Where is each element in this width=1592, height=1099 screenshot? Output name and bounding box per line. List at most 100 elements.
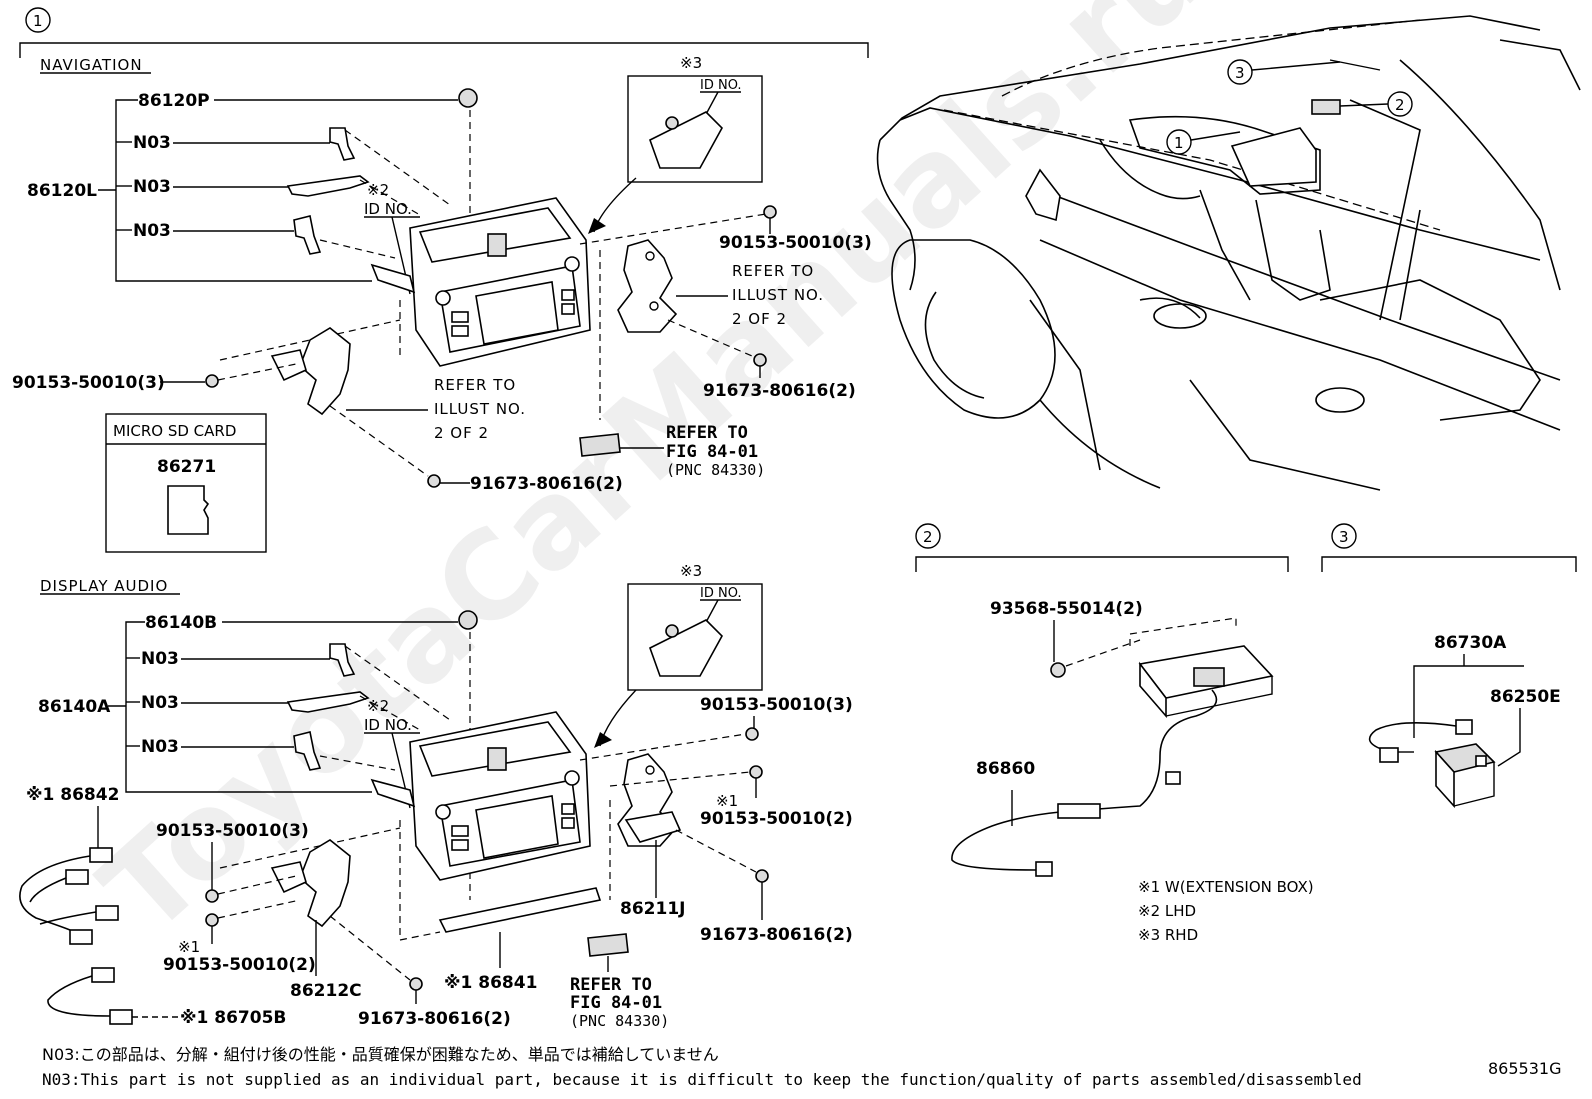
left-bracket-nav xyxy=(299,327,351,416)
screw-bottom-nav xyxy=(427,474,441,488)
rhd-inset xyxy=(627,75,763,183)
da-bracket-n03-b xyxy=(286,691,370,713)
part-86842-label: ※1 86842 xyxy=(26,785,119,805)
micro-sd-card xyxy=(167,485,210,535)
da-note1-left: ※1 xyxy=(178,938,200,956)
legend-2: ※2 LHD xyxy=(1138,902,1196,920)
car-interior-illustration: 3 2 1 xyxy=(876,15,1581,491)
section-3: 3 86730A 86250E xyxy=(1321,523,1577,809)
da-n03-label-b: N03 xyxy=(141,693,179,713)
micro-sd-label: MICRO SD CARD xyxy=(113,422,236,440)
refer-left-2: ILLUST NO. xyxy=(434,400,526,418)
part-86140B: 86140B xyxy=(145,613,217,633)
da-refer-fig-1: REFER TO xyxy=(570,975,652,995)
da-bolt-right-2 xyxy=(749,765,763,779)
rhd-note: ※3 xyxy=(680,54,702,72)
bolt-left-nav xyxy=(205,374,219,388)
bracket-n03-b xyxy=(286,175,370,197)
car-callout-2: 2 xyxy=(1395,96,1405,114)
section-2-bolt-label: 93568-55014(2) xyxy=(990,599,1143,619)
refer-right-1: REFER TO xyxy=(732,262,814,280)
harness-86730A xyxy=(1368,719,1473,763)
lhd-id-no: ID NO. xyxy=(364,200,412,218)
car-callout-3: 3 xyxy=(1235,64,1245,82)
display-audio-heading: DISPLAY AUDIO xyxy=(40,577,168,595)
bracket-n03-c xyxy=(293,215,322,255)
da-bolt-right xyxy=(745,727,759,741)
micro-sd-box xyxy=(105,413,267,553)
da-lhd-note: ※2 xyxy=(367,697,389,715)
knob-86120P xyxy=(458,88,478,108)
part-86211J-label: 86211J xyxy=(620,899,685,919)
da-lhd-id-no: ID NO. xyxy=(364,716,412,734)
part-86705B-label: ※1 86705B xyxy=(180,1008,286,1028)
section-1-frame: 1 xyxy=(19,7,869,58)
navigation-group: NAVIGATION 86120P 86120L N03 N03 N03 ※2 … xyxy=(12,54,872,553)
refer-fig-2: FIG 84-01 xyxy=(666,442,758,462)
left-bracket-da xyxy=(299,839,351,928)
da-refer-fig-3: (PNC 84330) xyxy=(570,1012,669,1030)
part-86250E-label: 86250E xyxy=(1490,687,1561,707)
da-rhd-id-no: ID NO. xyxy=(700,586,742,601)
bolt-right-nav xyxy=(763,205,777,226)
display-audio-head-unit xyxy=(370,711,591,881)
navigation-heading: NAVIGATION xyxy=(40,56,143,74)
bolt-left-label: 90153-50010(3) xyxy=(12,373,165,393)
section-3-callout: 3 xyxy=(1339,528,1349,546)
da-screw-bottom xyxy=(409,977,423,991)
da-bolt-left xyxy=(205,889,219,903)
da-n03-label-a: N03 xyxy=(141,649,179,669)
harness-86705B xyxy=(47,967,133,1025)
switch-nav xyxy=(579,433,621,457)
refer-left-3: 2 OF 2 xyxy=(434,424,489,442)
screw-bottom-label: 91673-80616(2) xyxy=(470,474,623,494)
refer-fig-3: (PNC 84330) xyxy=(666,461,765,479)
section-2-callout: 2 xyxy=(923,528,933,546)
da-bolt-left-2-label: 90153-50010(2) xyxy=(163,955,316,975)
display-audio-group: DISPLAY AUDIO 86140B 86140A N03 N03 N03 … xyxy=(19,562,853,1030)
right-bracket-nav xyxy=(617,239,678,333)
switch-da xyxy=(587,933,629,957)
da-screw-right-label: 91673-80616(2) xyxy=(700,925,853,945)
part-86120P: 86120P xyxy=(138,91,210,111)
micro-sd-part: 86271 xyxy=(157,457,216,477)
refer-right-2: ILLUST NO. xyxy=(732,286,824,304)
da-rhd-note: ※3 xyxy=(680,562,702,580)
car-callout-1: 1 xyxy=(1174,134,1184,152)
figure-code: 865531G xyxy=(1488,1059,1561,1078)
da-bolt-left-label: 90153-50010(3) xyxy=(156,821,309,841)
extension-box xyxy=(1138,645,1274,719)
da-rhd-inset xyxy=(627,583,763,691)
part-86211J-bracket xyxy=(624,811,682,843)
refer-left-1: REFER TO xyxy=(434,376,516,394)
da-screw-bottom-label: 91673-80616(2) xyxy=(358,1009,511,1029)
da-bolt-right-label: 90153-50010(3) xyxy=(700,695,853,715)
callout-1-label: 1 xyxy=(33,12,43,30)
n03-label-a: N03 xyxy=(133,133,171,153)
bolt-right-label: 90153-50010(3) xyxy=(719,233,872,253)
legend-3: ※3 RHD xyxy=(1138,926,1198,944)
da-refer-fig-2: FIG 84-01 xyxy=(570,993,662,1013)
screw-right-nav xyxy=(753,353,767,367)
refer-fig-1: REFER TO xyxy=(666,423,748,443)
part-86841-label: ※1 86841 xyxy=(444,973,537,993)
screw-right-label: 91673-80616(2) xyxy=(703,381,856,401)
module-86250E xyxy=(1434,743,1496,809)
lhd-note: ※2 xyxy=(367,181,389,199)
n03-label-c: N03 xyxy=(133,221,171,241)
part-86120L: 86120L xyxy=(27,181,97,201)
part-86140A: 86140A xyxy=(38,697,111,717)
part-86730A-label: 86730A xyxy=(1434,633,1507,653)
da-bolt-left-2 xyxy=(205,913,219,927)
section-2: 2 93568-55014(2) 86860 ※1 W(EXTENSION BO… xyxy=(915,523,1314,944)
harness-86842 xyxy=(19,847,119,945)
da-note1-right: ※1 xyxy=(716,792,738,810)
da-bracket-n03-c xyxy=(293,731,322,771)
da-bolt-right-2-label: 90153-50010(2) xyxy=(700,809,853,829)
n03-label-b: N03 xyxy=(133,177,171,197)
legend-1: ※1 W(EXTENSION BOX) xyxy=(1138,878,1314,896)
da-screw-right xyxy=(755,869,769,883)
da-n03-label-c: N03 xyxy=(141,737,179,757)
harness-86860 xyxy=(951,689,1218,877)
